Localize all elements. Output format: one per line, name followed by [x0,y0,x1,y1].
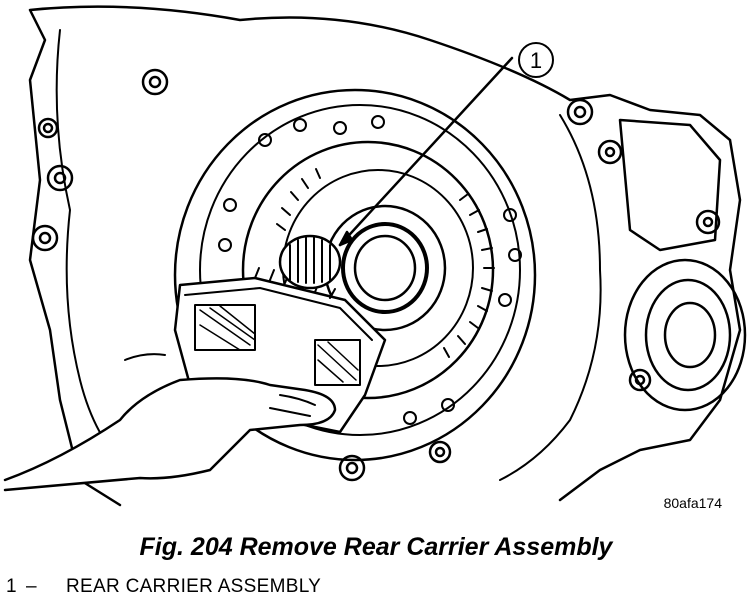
legend-item: 1– REAR CARRIER ASSEMBLY [6,576,321,598]
figure-caption: Fig. 204 Remove Rear Carrier Assembly [139,533,613,561]
case-inner-contour [55,29,602,481]
callout-circle [518,42,554,78]
hand [3,377,337,492]
legend-number: 1 [6,576,17,597]
output-housing [618,118,747,412]
legend-label: REAR CARRIER ASSEMBLY [66,576,322,597]
housing-holes [218,115,522,425]
clutch-housing [173,88,537,462]
hand-finger-lines [124,353,316,417]
figure-code: 80afa174 [664,495,723,511]
case-bolt-bosses [31,68,721,482]
transmission-illustration: 1 80afa174 [3,5,747,511]
callout-leader [338,56,514,247]
clutch-teeth [276,168,495,358]
callout-number: 1 [530,48,542,73]
legend-separator: – [26,576,37,597]
